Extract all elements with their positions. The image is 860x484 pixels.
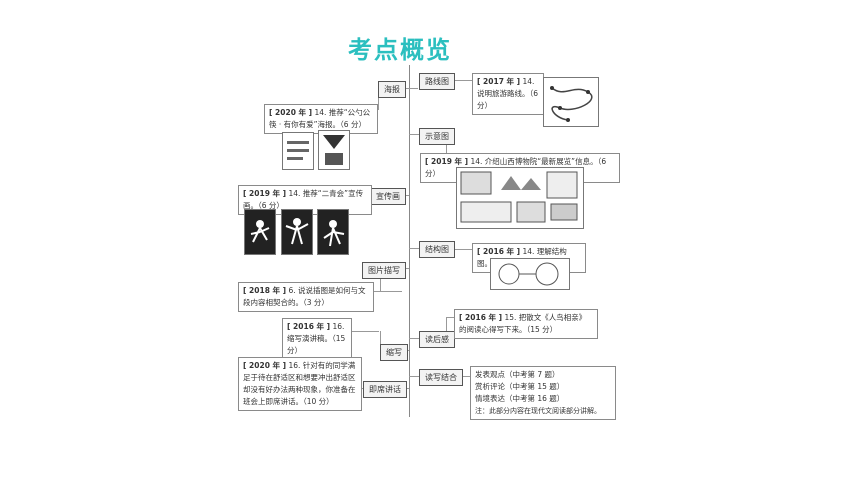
promo-image-2	[281, 209, 313, 255]
readwrite-box: 发表观点（中考第 7 题） 赏析评论（中考第 15 题） 情境表达（中考第 16…	[470, 366, 616, 420]
connector-line	[366, 291, 402, 292]
card-text: 14. 推荐“二青会”宣传画。（6 分）	[243, 189, 364, 210]
node-reading: 读后感	[419, 331, 455, 348]
card-speech-2020: [ 2020 年 ] 16. 针对有的同学满足于待在舒适区和想要冲出舒适区却没有…	[238, 357, 362, 411]
card-text: 14. 说明旅游路线。（6 分）	[477, 77, 539, 110]
structure-diagram-icon	[498, 262, 559, 286]
card-year: [ 2016 年 ]	[477, 247, 521, 256]
branch-line	[409, 376, 419, 377]
node-picture: 图片描写	[362, 262, 406, 279]
connector-line	[343, 331, 379, 332]
card-year: [ 2018 年 ]	[243, 286, 287, 295]
connector-line	[380, 275, 381, 291]
card-text: 14. 理解结构图。	[477, 247, 567, 268]
node-poster: 海报	[378, 81, 406, 98]
readwrite-note: 注：此部分内容在现代文阅读部分讲解。	[475, 407, 601, 415]
card-text: 15. 把散文《人鸟相亲》的阅读心得写下来。（15 分）	[459, 313, 587, 334]
branch-line	[409, 248, 419, 249]
promo-image-1	[244, 209, 276, 255]
card-picture-2018: [ 2018 年 ] 6. 说说插图是如何与文段内容相契合的。（3 分）	[238, 282, 374, 312]
connector-line	[446, 317, 454, 318]
structure-diagram-image	[490, 258, 570, 290]
athlete-icon	[285, 218, 309, 245]
connector-line	[378, 95, 379, 110]
promo-image-3	[317, 209, 349, 255]
readwrite-line-1: 发表观点（中考第 7 题）	[475, 370, 560, 379]
card-text: 14. 介绍山西博物院“最新展览”信息。（6 分）	[425, 157, 607, 178]
node-readwrite: 读写结合	[419, 369, 463, 386]
branch-line	[409, 134, 419, 135]
museum-layout-icon	[460, 171, 578, 223]
branch-line	[409, 338, 419, 339]
poster-image-1	[282, 132, 314, 170]
connector-line	[380, 331, 381, 344]
museum-schematic-image	[456, 167, 584, 229]
card-reading-2016: [ 2016 年 ] 15. 把散文《人鸟相亲》的阅读心得写下来。（15 分）	[454, 309, 598, 339]
card-year: [ 2019 年 ]	[425, 157, 469, 166]
card-text: 6. 说说插图是如何与文段内容相契合的。（3 分）	[243, 286, 366, 307]
card-text: 14. 推荐“公勺公筷 · 有你有爱”海报。（6 分）	[269, 108, 371, 129]
branch-line	[405, 88, 418, 89]
node-promo: 宣传画	[370, 188, 406, 205]
node-speech: 即席讲话	[363, 381, 407, 398]
athlete-icon	[250, 220, 270, 243]
page-title: 考点概览	[348, 36, 452, 64]
card-abridge-2016: [ 2016 年 ] 16. 缩写演讲稿。（15 分）	[282, 318, 352, 360]
card-year: [ 2017 年 ]	[477, 77, 521, 86]
card-text: 16. 缩写演讲稿。（15 分）	[287, 322, 346, 355]
chopsticks-icon	[323, 135, 345, 165]
card-year: [ 2020 年 ]	[269, 108, 313, 117]
athlete-icon	[323, 220, 345, 247]
node-route: 路线图	[419, 73, 455, 90]
route-map-image	[543, 77, 599, 127]
connector-line	[446, 249, 472, 250]
card-year: [ 2019 年 ]	[243, 189, 287, 198]
branch-line	[405, 388, 409, 389]
card-text: 16. 针对有的同学满足于待在舒适区和想要冲出舒适区却没有好办法两种现象，你准备…	[243, 361, 356, 406]
readwrite-line-3: 情境表达（中考第 16 题）	[475, 394, 565, 403]
card-year: [ 2016 年 ]	[287, 322, 331, 331]
readwrite-line-2: 赏析评论（中考第 15 题）	[475, 382, 565, 391]
mindmap-spine	[409, 65, 410, 417]
card-year: [ 2016 年 ]	[459, 313, 503, 322]
poster-image-2	[318, 130, 350, 170]
route-map-icon	[550, 86, 593, 122]
node-abridge: 缩写	[380, 344, 408, 361]
card-poster-2020: [ 2020 年 ] 14. 推荐“公勺公筷 · 有你有爱”海报。（6 分）	[264, 104, 378, 134]
node-structure: 结构图	[419, 241, 455, 258]
connector-line	[446, 317, 447, 338]
connector-line	[456, 376, 470, 377]
connector-line	[446, 134, 447, 159]
connector-line	[446, 80, 472, 81]
card-year: [ 2020 年 ]	[243, 361, 287, 370]
card-route-2017: [ 2017 年 ] 14. 说明旅游路线。（6 分）	[472, 73, 544, 115]
node-schematic: 示意图	[419, 128, 455, 145]
